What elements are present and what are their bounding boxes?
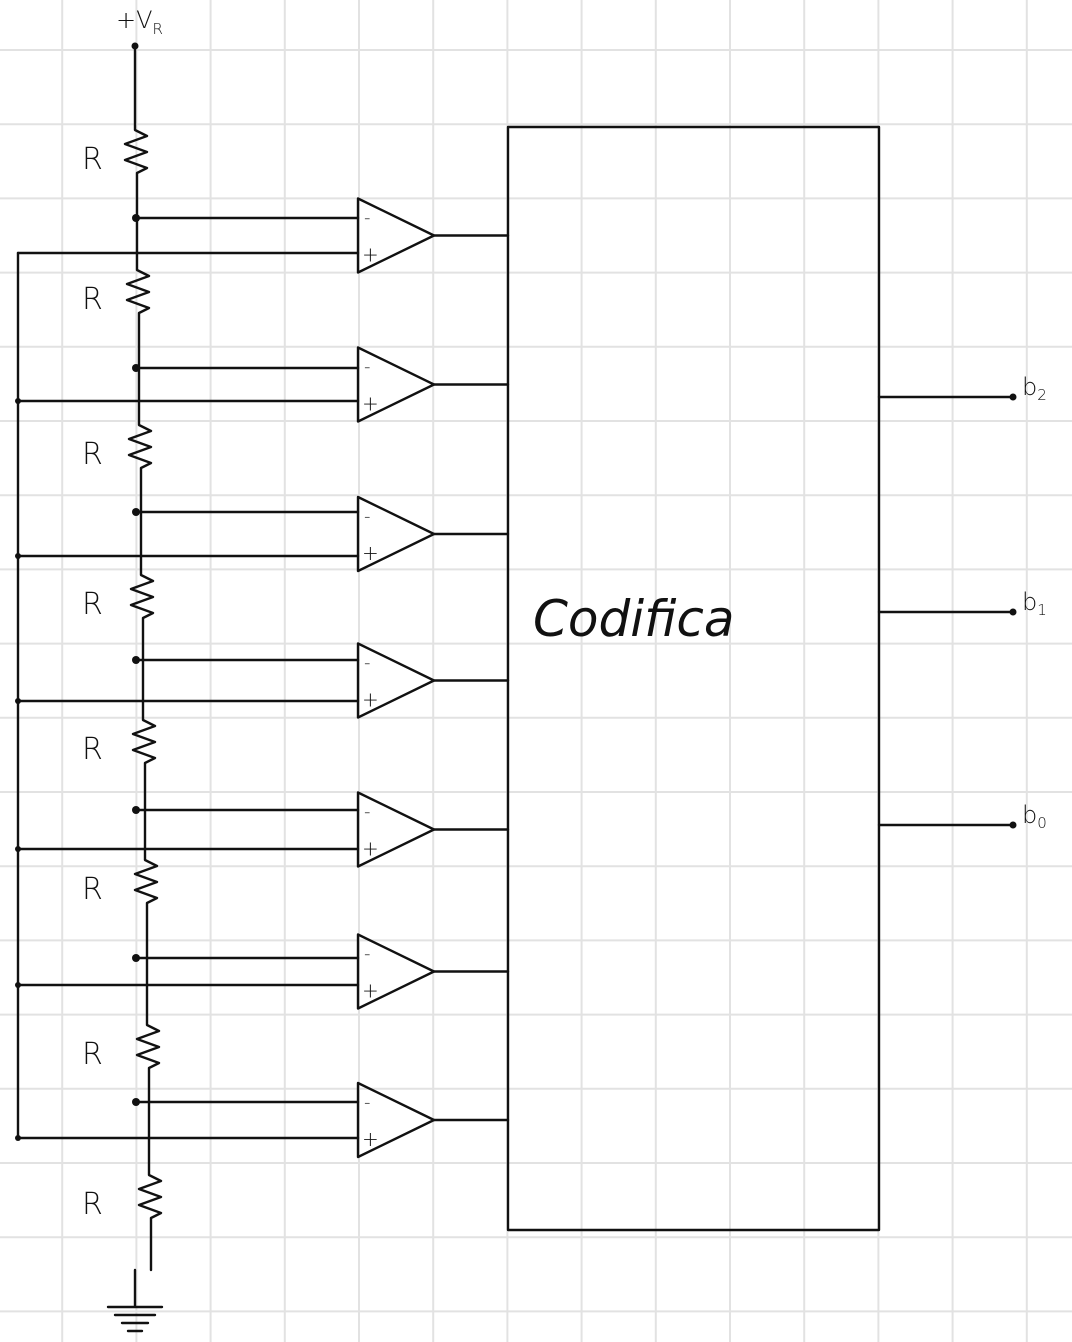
comparator-triangle [356,933,436,1010]
resistor-label: R [82,732,103,767]
resistor-label: R [82,1187,103,1222]
output-b2: b2 [877,373,1047,404]
encoder-label: Codifica [533,590,735,648]
resistor-label: R [82,872,103,907]
minus-sign: - [364,944,371,965]
comparator: -+ [15,495,510,573]
digital-outputs: b2 b1 b0 [877,373,1047,832]
output-terminal [1009,393,1017,401]
output-label: b2 [1022,373,1047,404]
minus-sign: - [364,653,371,674]
resistor-label: R [82,587,103,622]
minus-sign: - [364,208,371,229]
encoder-block [506,125,881,1232]
comparator-triangle [356,346,436,423]
plus-sign: + [362,979,379,1003]
supply-label: +VR [116,6,163,38]
minus-sign: - [364,357,371,378]
comparator: -+ [15,1081,510,1159]
minus-sign: - [364,802,371,823]
plus-sign: + [362,243,379,267]
comparator-bank: -+-+-+-+-+-+-+ [15,197,510,1159]
output-terminal [1009,821,1017,829]
plus-sign: + [362,688,379,712]
plus-sign: + [362,837,379,861]
resistor-label: R [82,282,103,317]
plus-sign: + [362,1127,379,1151]
plus-sign: + [362,541,379,565]
minus-sign: - [364,1092,371,1113]
comparator: -+ [15,791,510,868]
comparator: -+ [15,933,510,1010]
comparator-triangle [356,197,436,274]
comparator: -+ [16,197,510,274]
comparator-triangle [356,791,436,868]
resistor-label: R [82,1037,103,1072]
output-terminal [1009,608,1017,616]
comparator: -+ [15,642,510,719]
output-b1: b1 [877,588,1047,619]
comparator: -+ [15,346,510,423]
resistor-ladder: R R R R R R R R [82,44,163,1272]
resistor-label: R [82,142,103,177]
output-label: b1 [1022,588,1047,619]
comparator-triangle [356,642,436,719]
output-b0: b0 [877,801,1047,832]
comparator-triangle [356,495,436,573]
plus-sign: + [362,392,379,416]
minus-sign: - [364,506,371,527]
resistor-label: R [82,437,103,472]
resistor-chain [123,44,163,1272]
comparator-triangle [356,1081,436,1159]
output-label: b0 [1022,801,1047,832]
ground-symbol [106,1268,164,1333]
